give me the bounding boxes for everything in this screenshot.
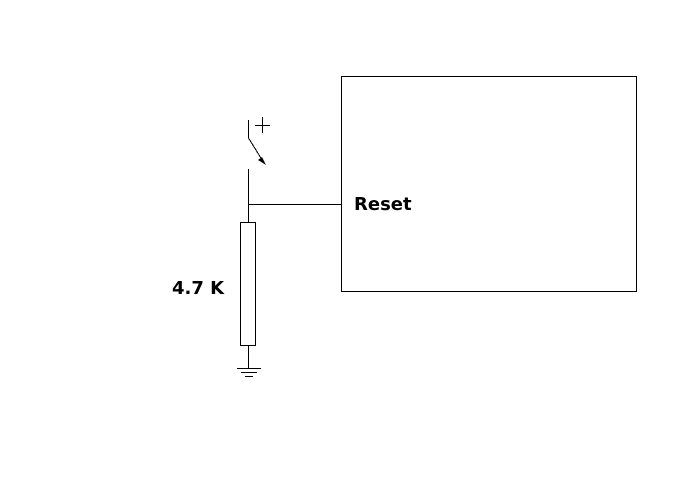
push-button-switch xyxy=(248,120,266,222)
resistor-value-label: 4.7 K xyxy=(172,278,225,299)
ic-block xyxy=(341,76,637,292)
ground-symbol xyxy=(237,345,261,377)
reset-pin-label: Reset xyxy=(354,194,412,215)
pull-down-resistor xyxy=(240,222,256,346)
switch-arrow-icon xyxy=(258,157,266,165)
supply-plus-symbol xyxy=(255,117,270,133)
